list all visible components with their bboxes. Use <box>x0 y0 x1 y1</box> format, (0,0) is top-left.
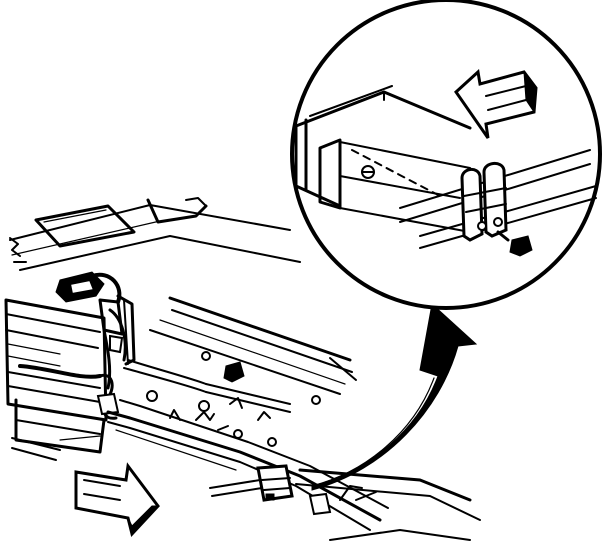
outline-arrow-down-right-icon <box>74 462 160 538</box>
detail-alignment-line <box>351 149 441 197</box>
curved-callout-arrow-icon <box>311 303 478 491</box>
cowl-ridge <box>149 296 357 395</box>
line-clip-main <box>256 464 332 516</box>
connector-cluster <box>55 271 136 390</box>
hose-loop-left <box>18 364 120 420</box>
frame-rail-lower-right <box>295 468 481 541</box>
main-assembly-view <box>4 197 481 541</box>
panel-opening-left <box>34 204 136 248</box>
outline-arrow-left-icon <box>454 69 538 139</box>
component-housing-left <box>4 298 108 454</box>
detail-line-clip <box>460 162 508 242</box>
magnified-detail-circle <box>290 0 602 310</box>
bracket-left-edge <box>9 237 27 263</box>
firewall-fasteners <box>146 351 321 447</box>
sill-lines <box>11 435 101 461</box>
detail-screw <box>496 230 533 257</box>
detail-mount-hole <box>361 165 375 179</box>
panel-opening-right <box>146 197 208 224</box>
